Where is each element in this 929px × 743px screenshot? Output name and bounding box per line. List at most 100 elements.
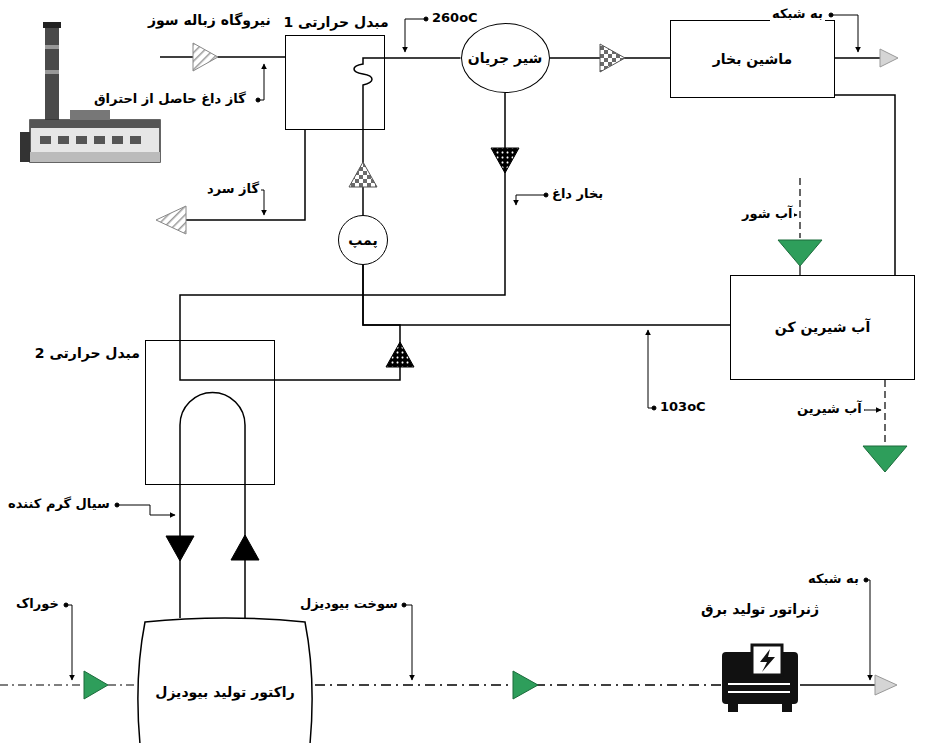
decor-shape	[258, 64, 264, 100]
decor-shape	[130, 136, 141, 144]
flow-connector	[180, 93, 519, 340]
callout-label: گاز داغ حاصل از احتراق	[92, 91, 248, 107]
connector-line	[160, 56, 285, 58]
callout-label: خوراک	[14, 596, 61, 612]
decor-shape	[30, 152, 160, 162]
brine-line	[799, 266, 800, 275]
edge-label: 103oC	[658, 399, 708, 415]
flow-arrowhead	[386, 342, 414, 367]
edge-label: سوخت بیودیزل	[298, 596, 400, 612]
flow-arrowhead	[600, 44, 625, 72]
node-label: پمپ	[348, 232, 377, 249]
decor-shape	[30, 120, 160, 128]
decor-shape	[45, 25, 59, 130]
decor-shape	[43, 22, 61, 28]
decor-shape	[112, 136, 123, 144]
edge-label: بخار داغ	[550, 186, 605, 202]
decor-shape	[117, 505, 175, 515]
flow-connector	[835, 95, 895, 275]
edge-label: سیال گرم کننده	[6, 496, 112, 512]
reactor-outline-path	[138, 618, 312, 743]
grid-line	[800, 684, 875, 686]
connector-line	[180, 93, 505, 340]
edge-label: 260oC	[430, 10, 480, 26]
decor-shape	[45, 70, 59, 74]
node-label: راکتور تولید بیودیزل	[155, 684, 294, 701]
heat-exchanger-box: مبدل حرارتی 2	[145, 340, 275, 485]
callout-label: به شبکه	[806, 571, 861, 587]
plant-figure: نیروگاه زباله سوز	[20, 12, 160, 162]
node-label: نیروگاه زباله سوز	[148, 12, 271, 29]
decor-shape	[782, 704, 792, 712]
generator-icon	[722, 645, 798, 712]
decor-shape	[728, 691, 790, 693]
decor-shape	[404, 605, 412, 680]
node-label: مبدل حرارتی 1	[283, 14, 388, 31]
fresh-water-triangle	[863, 446, 907, 472]
heating-u-tube	[180, 393, 245, 486]
decor-shape	[728, 704, 738, 712]
connector-line	[385, 57, 461, 59]
coil	[354, 58, 385, 130]
valve-circle: شیر جریان	[461, 23, 550, 93]
flow-arrowhead	[166, 536, 194, 561]
flow-connector	[385, 58, 461, 59]
decor-shape	[728, 683, 790, 685]
flow-arrowhead	[491, 148, 519, 173]
node-label: ماشین بخار	[713, 51, 793, 68]
pump-circle: پمپ	[338, 215, 388, 265]
decor-shape	[862, 410, 881, 411]
decor-shape	[66, 605, 72, 680]
grid-triangle	[880, 49, 898, 67]
decor-shape	[94, 136, 105, 144]
decor-shape	[864, 578, 868, 582]
callout-label: به شبکه	[770, 6, 825, 22]
decor-shape	[544, 193, 548, 197]
generator-figure: ژنراتور تولید برق	[722, 645, 798, 712]
decor-shape	[829, 13, 833, 17]
steam-pass	[180, 340, 275, 380]
flow-connector	[166, 485, 194, 618]
node-label: آب شیرین کن	[775, 319, 870, 336]
flow-connector	[363, 265, 730, 325]
decor-shape	[256, 98, 260, 102]
flow-arrowhead	[349, 162, 377, 187]
callout-label: گاز سرد	[205, 181, 261, 197]
decor-shape	[45, 45, 59, 49]
decor-shape	[30, 120, 160, 162]
node-label: ژنراتور تولید برق	[701, 601, 819, 618]
decor-shape	[752, 645, 782, 675]
decor-shape	[516, 195, 546, 205]
cold-gas-line	[186, 130, 305, 220]
decor-shape	[405, 19, 426, 52]
decor-shape	[831, 15, 858, 52]
process-box: ماشین بخار	[670, 20, 835, 98]
brine-line	[799, 178, 800, 238]
connector-line	[275, 265, 400, 380]
flow-connector	[231, 485, 259, 618]
node-label: مبدل حرارتی 2	[35, 345, 140, 362]
decor-shape	[64, 603, 68, 607]
decor-shape	[760, 649, 775, 672]
decor-shape	[424, 17, 428, 21]
flow-arrowhead	[231, 535, 259, 560]
decor-shape	[866, 580, 870, 680]
flow-connector	[349, 130, 377, 215]
decor-shape	[115, 503, 119, 507]
feed-triangle	[84, 671, 108, 699]
callout-label: آب شور	[740, 206, 794, 222]
connector-line	[835, 95, 895, 275]
grid-triangle	[875, 675, 897, 695]
decor-shape	[58, 136, 69, 144]
reactor-vessel: راکتور تولید بیودیزل	[135, 618, 315, 743]
callout-label: آب شیرین	[795, 401, 864, 417]
leader-lines	[64, 13, 881, 680]
flow-connector	[160, 43, 285, 71]
process-box: آب شیرین کن	[730, 275, 915, 380]
heat-exchanger-box: مبدل حرارتی 1	[285, 35, 385, 130]
flow-triangle	[156, 206, 186, 234]
flow-arrowhead	[193, 43, 218, 71]
fresh-water-line	[884, 380, 885, 444]
